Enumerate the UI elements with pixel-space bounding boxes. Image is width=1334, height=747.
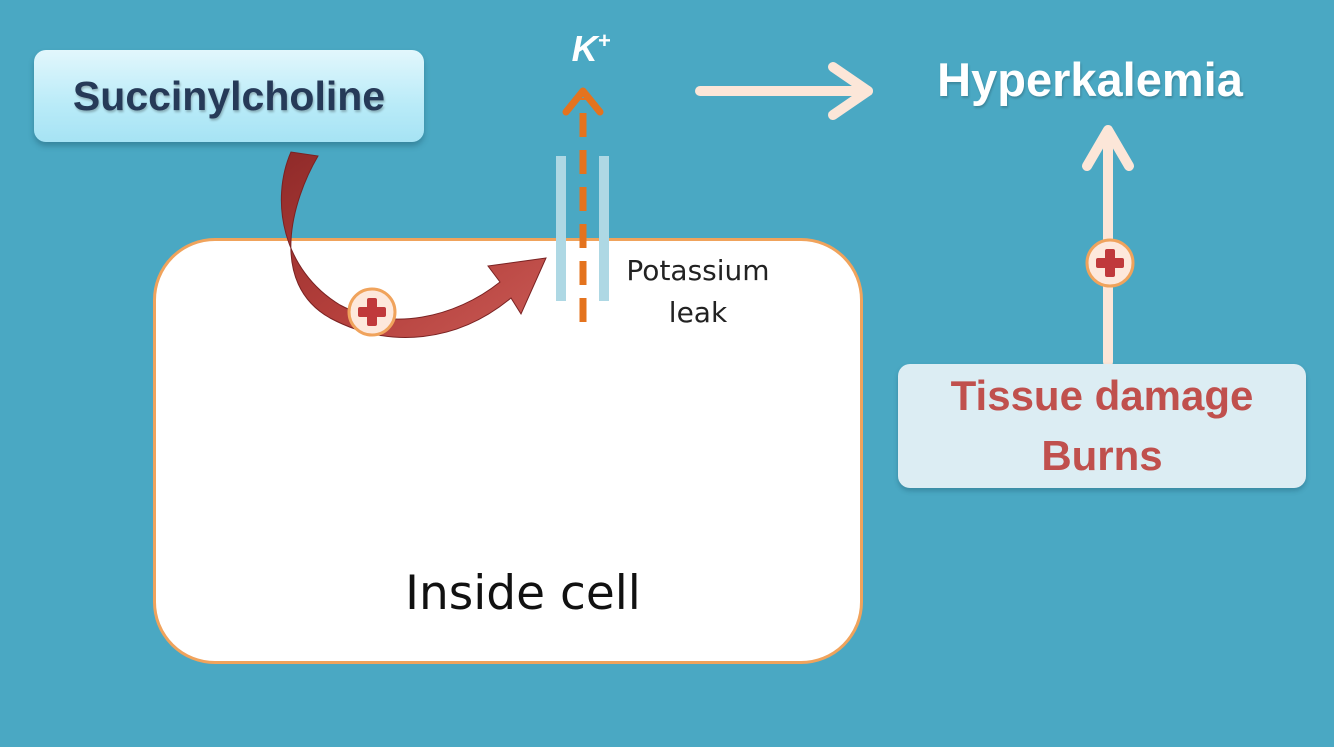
potassium-ion-label: K+ — [556, 28, 626, 70]
drug-label: Succinylcholine — [72, 72, 386, 119]
curved-arrow-icon — [280, 151, 547, 338]
cell-body — [153, 238, 863, 664]
cause-line2: Burns — [1041, 432, 1163, 479]
hyperkalemia-label: Hyperkalemia — [937, 53, 1243, 106]
potassium-channel — [556, 156, 609, 301]
leak-label-line2: leak — [668, 296, 728, 329]
potassium-leak-label: Potassium leak — [614, 250, 782, 334]
ion-charge: + — [597, 28, 611, 53]
plus-circle-icon — [1085, 238, 1135, 288]
plus-circle-icon — [347, 287, 397, 337]
leak-label-line1: Potassium — [626, 254, 770, 287]
potassium-efflux-arrow-icon — [562, 87, 604, 322]
ion-symbol: K — [571, 28, 598, 69]
inside-cell-label: Inside cell — [405, 566, 641, 621]
right-arrow-icon — [695, 62, 873, 120]
succinylcholine-box: Succinylcholine — [34, 50, 424, 142]
cause-line1: Tissue damage — [950, 372, 1254, 419]
tissue-damage-box: Tissue damage Burns — [898, 364, 1306, 488]
